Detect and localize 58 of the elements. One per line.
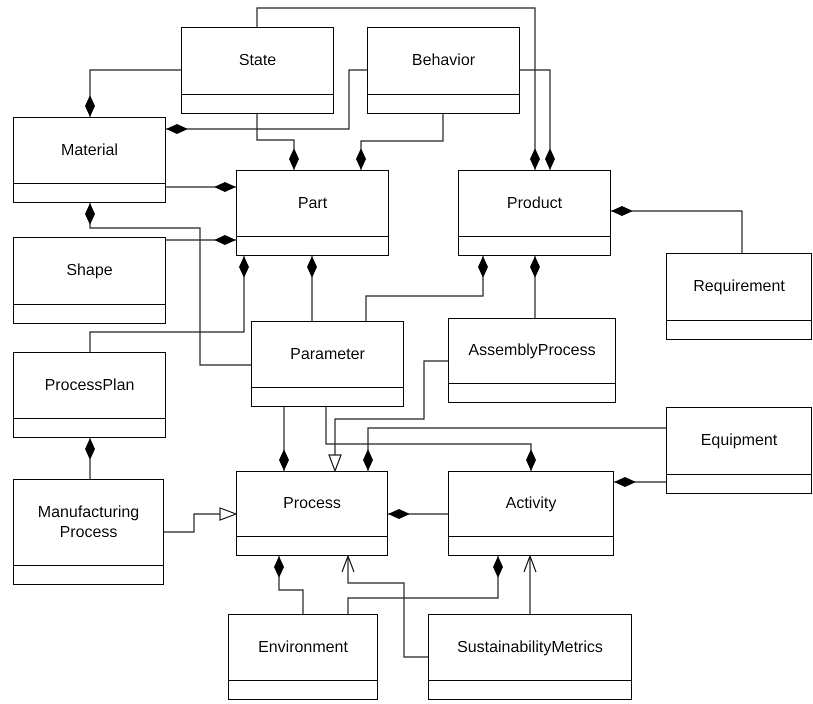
class-box: [458, 170, 611, 256]
arrow: [328, 360, 448, 472]
arrow: [164, 507, 237, 533]
composition-line: [166, 182, 236, 192]
composition-line: [166, 235, 236, 245]
class-box: [367, 27, 520, 114]
class-name: Part: [298, 194, 328, 214]
composition-line: [363, 427, 666, 471]
composition-line: [365, 256, 488, 321]
composition-line: [274, 556, 304, 614]
composition-line: [307, 256, 317, 321]
composition-line: [611, 206, 743, 253]
class-name: Process: [283, 494, 341, 514]
class-name: Shape: [66, 261, 113, 281]
class-name: Material: [61, 140, 118, 160]
class-name: Behavior: [412, 51, 476, 71]
class-box: [666, 253, 812, 340]
composition-line: [85, 203, 251, 366]
class-name: Activity: [506, 494, 556, 514]
arrow: [523, 555, 537, 614]
composition-line: [347, 556, 503, 614]
composition-line: [325, 407, 536, 471]
class-box: [448, 318, 616, 403]
composition-line: [85, 438, 95, 479]
class-box: [236, 471, 388, 556]
class-name: Environment: [258, 638, 348, 658]
class-box: [13, 352, 166, 438]
composition-line: [85, 69, 181, 117]
class-name: Manufacturing Process: [36, 502, 140, 542]
class-name: SustainabilityMetrics: [457, 638, 603, 658]
class-box: [13, 237, 166, 324]
class-name: Requirement: [693, 277, 785, 297]
composition-line: [256, 114, 299, 170]
class-name: Equipment: [700, 431, 778, 451]
arrow: [341, 555, 428, 658]
class-name: ProcessPlan: [44, 376, 134, 396]
class-name: Parameter: [290, 344, 365, 364]
class-box: [13, 117, 166, 203]
class-name: AssemblyProcess: [468, 341, 596, 361]
composition-line: [614, 477, 666, 487]
class-box: [228, 614, 378, 700]
composition-line: [388, 509, 448, 519]
class-box: [13, 479, 164, 585]
composition-line: [356, 114, 444, 170]
composition-line: [89, 256, 249, 352]
class-box: [448, 471, 614, 556]
composition-line: [520, 69, 555, 170]
class-box: [666, 407, 812, 494]
class-box: [236, 170, 389, 256]
class-box: [428, 614, 632, 700]
composition-line: [256, 7, 540, 170]
composition-line: [530, 256, 540, 318]
composition-line: [166, 69, 367, 134]
class-name: Product: [506, 194, 562, 214]
class-name: State: [238, 51, 276, 71]
class-box: [181, 27, 334, 114]
composition-line: [279, 407, 289, 471]
class-box: [251, 321, 404, 407]
